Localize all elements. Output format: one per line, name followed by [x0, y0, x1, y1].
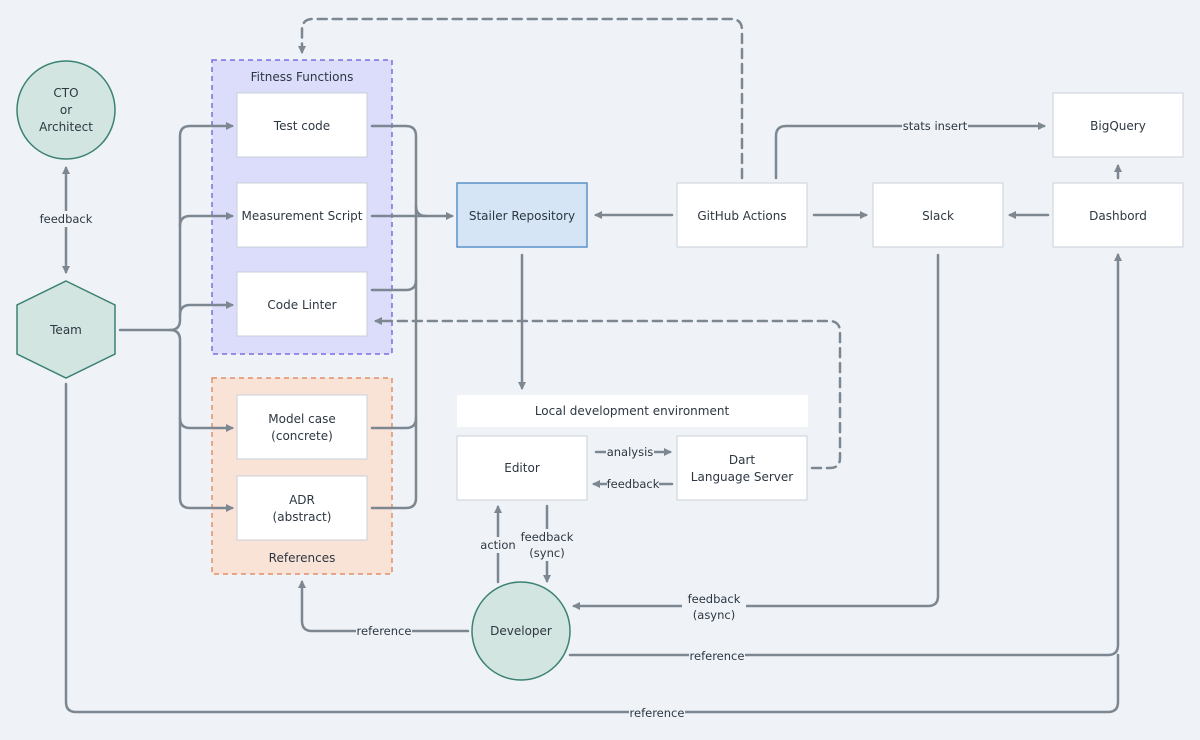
slack-label: Slack [922, 209, 954, 223]
dart-language-server-node[interactable] [676, 435, 808, 501]
edge-dartls-linter [374, 317, 842, 470]
references-title: References [269, 551, 336, 565]
github-actions-label: GitHub Actions [697, 209, 786, 223]
edge-label-editor-feedback: feedback [607, 477, 660, 491]
edge-label-feedback-async-2: (async) [693, 608, 735, 622]
repository-node[interactable] [456, 182, 588, 248]
bigquery-label: BigQuery [1090, 119, 1146, 133]
test-code-label: Test code [273, 119, 330, 133]
cto-node[interactable] [16, 60, 116, 160]
measurement-script-label: Measurement Script [241, 209, 362, 223]
editor-node[interactable] [456, 435, 588, 501]
cto-label-3: Architect [39, 120, 93, 134]
edge-label-team-reference: reference [630, 706, 685, 720]
edge-label-action: action [480, 538, 515, 552]
edge-label-feedback: feedback [40, 212, 93, 226]
edge-actions-bigquery [774, 122, 1046, 180]
edge-actions-fitness [298, 17, 744, 180]
cto-label-1: CTO [53, 86, 78, 100]
slack-node[interactable] [872, 182, 1004, 248]
developer-node[interactable] [471, 581, 571, 681]
dashbord-label: Dashbord [1089, 209, 1147, 223]
edge-team-adr [178, 416, 234, 512]
edge-team-measurement [178, 212, 234, 228]
fitness-functions-title: Fitness Functions [251, 70, 354, 84]
cto-label-2: or [60, 103, 72, 117]
edge-developer-dashbord [568, 253, 1122, 657]
edge-label-feedback-sync-1: feedback [521, 530, 574, 544]
edge-bus-join [414, 204, 428, 218]
test-code-node[interactable] [236, 92, 368, 158]
team-label: Team [49, 323, 82, 337]
adr-node[interactable] [236, 475, 368, 541]
edge-label-feedback-async-1: feedback [688, 592, 741, 606]
dart-ls-label-1: Dart [729, 453, 756, 467]
edge-developer-references [298, 580, 470, 633]
editor-label: Editor [504, 461, 540, 475]
edge-label-feedback-sync-2: (sync) [529, 546, 564, 560]
adr-label-2: (abstract) [273, 510, 332, 524]
team-node[interactable] [16, 280, 116, 379]
repository-label: Stailer Repository [469, 209, 575, 223]
local-dev-title: Local development environment [535, 404, 730, 418]
edge-label-dev-reference-refs: reference [357, 624, 412, 638]
edge-merge-bus [370, 124, 418, 510]
edge-label-stats-insert: stats insert [903, 119, 968, 133]
edge-model-case-bus [370, 416, 418, 430]
model-case-label-2: (concrete) [271, 429, 333, 443]
edge-team-linter [178, 301, 234, 317]
developer-label: Developer [490, 624, 552, 638]
adr-label-1: ADR [289, 493, 315, 507]
edge-slack-developer [572, 253, 940, 610]
local-dev-header [457, 395, 808, 427]
dart-ls-label-2: Language Server [691, 470, 793, 484]
measurement-script-node[interactable] [236, 182, 368, 248]
github-actions-node[interactable] [676, 182, 808, 248]
dashbord-node[interactable] [1052, 182, 1184, 248]
edge-team-dashbord [64, 382, 1120, 714]
edge-label-analysis: analysis [607, 445, 654, 459]
model-case-node[interactable] [236, 394, 368, 460]
model-case-label-1: Model case [268, 412, 335, 426]
edge-label-dev-reference-dashboard: reference [690, 649, 745, 663]
code-linter-label: Code Linter [267, 298, 336, 312]
code-linter-node[interactable] [236, 271, 368, 337]
bigquery-node[interactable] [1052, 92, 1184, 158]
edge-linter-bus [370, 278, 418, 292]
